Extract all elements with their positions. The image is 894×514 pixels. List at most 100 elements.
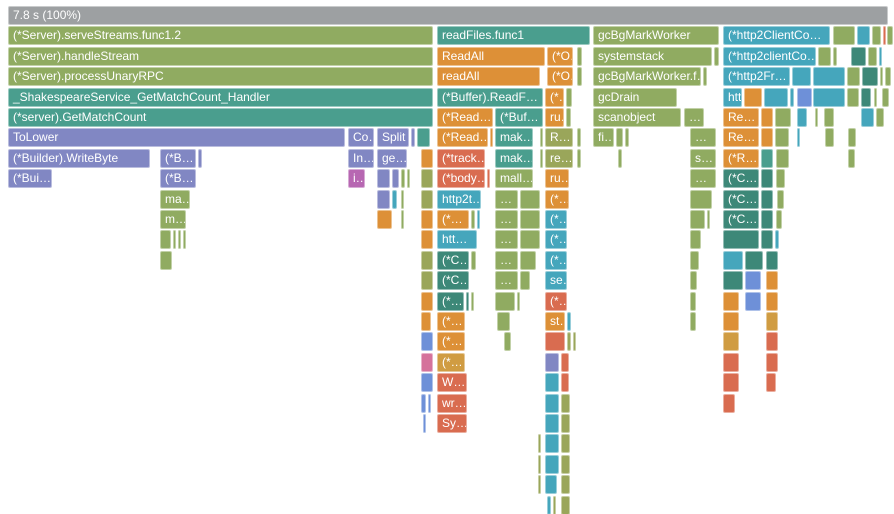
flame-frame[interactable]: ru…	[545, 108, 564, 127]
flame-frame[interactable]	[561, 393, 570, 413]
flame-frame[interactable]	[766, 312, 778, 331]
flame-frame[interactable]: ToLower	[8, 128, 345, 148]
flame-frame[interactable]	[723, 230, 759, 250]
flame-frame[interactable]	[761, 210, 773, 229]
flame-frame[interactable]	[421, 373, 433, 393]
flame-frame[interactable]	[487, 169, 490, 189]
flame-frame[interactable]	[792, 67, 811, 87]
flame-frame[interactable]: fi…	[593, 128, 614, 148]
flame-frame[interactable]: readAll	[437, 67, 540, 87]
flame-frame[interactable]	[545, 393, 559, 413]
flame-frame[interactable]	[520, 250, 536, 270]
flame-frame[interactable]: Co…	[348, 128, 374, 148]
flame-frame[interactable]	[761, 108, 773, 127]
flame-frame[interactable]	[173, 230, 176, 250]
flame-frame[interactable]	[815, 108, 818, 127]
flame-frame[interactable]	[723, 373, 739, 393]
flame-frame[interactable]	[766, 332, 778, 352]
flame-frame[interactable]	[861, 87, 871, 107]
flame-frame[interactable]	[618, 148, 622, 168]
flame-frame[interactable]	[421, 312, 431, 331]
flame-root-frame[interactable]: 7.8 s (100%)	[8, 6, 888, 25]
flame-frame[interactable]	[797, 128, 800, 148]
flame-frame[interactable]: readFiles.func1	[437, 26, 590, 46]
flame-frame[interactable]	[797, 87, 812, 107]
flame-frame[interactable]	[520, 189, 540, 209]
flame-frame[interactable]	[766, 373, 776, 393]
flame-frame[interactable]	[421, 352, 433, 372]
flame-frame[interactable]	[848, 128, 856, 148]
flame-frame[interactable]	[690, 210, 705, 229]
flame-frame[interactable]	[561, 495, 570, 514]
flame-frame[interactable]	[690, 291, 696, 311]
flame-frame[interactable]	[690, 250, 699, 270]
flame-frame[interactable]	[428, 393, 431, 413]
flame-frame[interactable]	[761, 189, 773, 209]
flame-frame[interactable]	[495, 291, 515, 311]
flame-frame[interactable]	[411, 128, 415, 148]
flame-frame[interactable]	[775, 128, 789, 148]
flame-frame[interactable]: R…	[545, 128, 573, 148]
flame-frame[interactable]: (*…	[545, 230, 567, 250]
flame-frame[interactable]: (*Server).handleStream	[8, 46, 433, 66]
flame-frame[interactable]	[883, 26, 886, 46]
flame-frame[interactable]: (*…	[437, 210, 469, 229]
flame-frame[interactable]	[160, 250, 172, 270]
flame-frame[interactable]	[566, 87, 572, 107]
flame-frame[interactable]	[545, 414, 559, 433]
flame-frame[interactable]	[490, 128, 493, 148]
flame-frame[interactable]	[761, 169, 773, 189]
flame-frame[interactable]: …	[495, 250, 518, 270]
flame-frame[interactable]	[862, 67, 878, 87]
flame-frame[interactable]: i…	[348, 169, 365, 189]
flame-frame[interactable]	[577, 46, 582, 66]
flame-frame[interactable]	[885, 67, 891, 87]
flame-frame[interactable]: …	[495, 210, 518, 229]
flame-frame[interactable]	[775, 108, 791, 127]
flame-frame[interactable]	[761, 148, 773, 168]
flame-frame[interactable]	[745, 271, 761, 291]
flame-frame[interactable]: Re…	[723, 128, 759, 148]
flame-frame[interactable]	[824, 108, 834, 127]
flame-frame[interactable]	[377, 169, 390, 189]
flame-frame[interactable]	[868, 46, 877, 66]
flame-frame[interactable]: ru…	[545, 169, 569, 189]
flame-frame[interactable]	[577, 148, 581, 168]
flame-frame[interactable]	[766, 352, 778, 372]
flame-frame[interactable]	[723, 271, 743, 291]
flame-frame[interactable]	[813, 67, 845, 87]
flame-frame[interactable]	[538, 434, 541, 454]
flame-frame[interactable]	[766, 291, 778, 311]
flame-frame[interactable]	[882, 87, 889, 107]
flame-frame[interactable]: (*O…	[547, 46, 573, 66]
flame-frame[interactable]	[723, 250, 743, 270]
flame-frame[interactable]	[377, 189, 390, 209]
flame-frame[interactable]	[538, 454, 541, 474]
flame-frame[interactable]	[545, 352, 559, 372]
flame-frame[interactable]: (*…	[437, 312, 465, 331]
flame-frame[interactable]: (*track…	[437, 148, 485, 168]
flame-frame[interactable]: (*Server).serveStreams.func1.2	[8, 26, 433, 46]
flame-frame[interactable]: (*…	[545, 87, 564, 107]
flame-frame[interactable]	[423, 414, 426, 433]
flame-frame[interactable]: (*…	[437, 352, 465, 372]
flame-frame[interactable]	[625, 128, 629, 148]
flame-frame[interactable]	[160, 230, 171, 250]
flame-frame[interactable]	[766, 250, 778, 270]
flame-frame[interactable]: gcBgMarkWorker	[593, 26, 719, 46]
flame-frame[interactable]: (*C…	[723, 189, 759, 209]
flame-frame[interactable]	[775, 230, 779, 250]
flame-frame[interactable]	[690, 230, 701, 250]
flame-frame[interactable]	[538, 475, 541, 495]
flame-frame[interactable]: re…	[545, 148, 573, 168]
flame-frame[interactable]	[744, 87, 762, 107]
flame-frame[interactable]	[183, 230, 186, 250]
flame-frame[interactable]	[723, 291, 739, 311]
flame-frame[interactable]	[776, 169, 785, 189]
flame-frame[interactable]	[851, 46, 866, 66]
flame-frame[interactable]: Split	[377, 128, 409, 148]
flame-frame[interactable]: …	[495, 271, 518, 291]
flame-frame[interactable]	[471, 291, 474, 311]
flame-frame[interactable]	[561, 373, 569, 393]
flame-frame[interactable]	[421, 393, 426, 413]
